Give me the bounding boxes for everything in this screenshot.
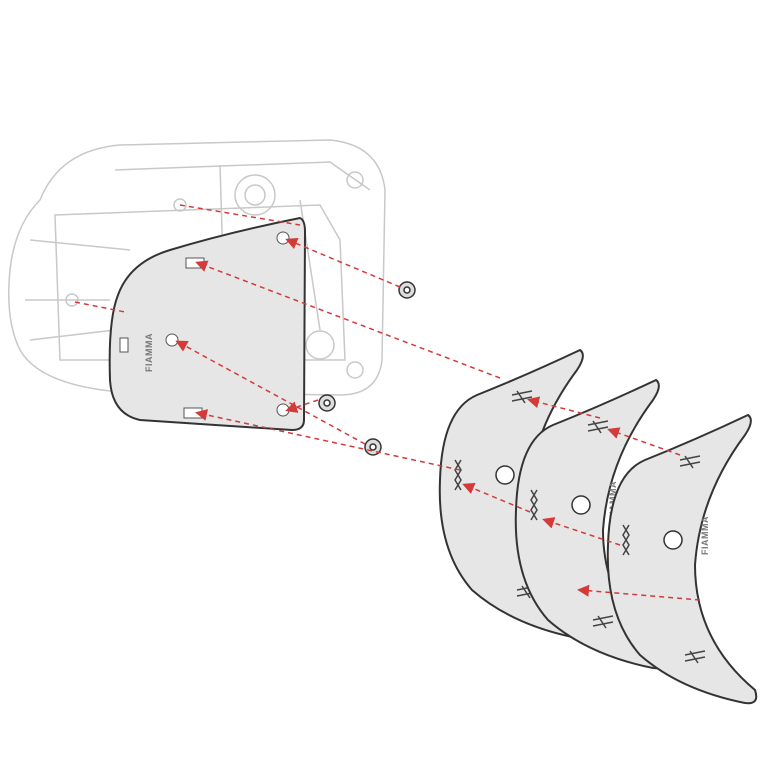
plate-outline xyxy=(514,378,666,670)
mount-hole xyxy=(276,403,290,417)
arrow xyxy=(195,409,461,471)
curved-plate: FIAMMA xyxy=(606,413,758,705)
screw xyxy=(398,281,416,299)
screw xyxy=(318,394,336,412)
arrow xyxy=(542,517,621,546)
clip-slot xyxy=(119,337,129,353)
housing xyxy=(8,139,386,396)
plate-outline xyxy=(606,413,758,705)
mount-hole xyxy=(276,231,290,245)
assembly-arrows xyxy=(74,204,701,601)
fiamma-logo: FIAMMA xyxy=(608,481,618,520)
fiamma-logo: FIAMMA xyxy=(700,516,710,555)
clip-tab xyxy=(684,650,706,664)
center-hole xyxy=(571,495,591,515)
center-hole xyxy=(663,530,683,550)
center-hole xyxy=(495,465,515,485)
clip-slot xyxy=(183,407,203,419)
curved-plate: FIAMMA xyxy=(514,378,666,670)
arrow xyxy=(179,204,301,226)
fiamma-logo: FIAMMA xyxy=(144,333,154,372)
mount-hole xyxy=(165,333,179,347)
clip-slot xyxy=(185,257,205,269)
clip-tab xyxy=(454,459,462,491)
clip-tab xyxy=(530,489,538,521)
arrow xyxy=(577,584,701,601)
screw xyxy=(364,438,382,456)
clip-tab xyxy=(622,524,630,556)
arrow xyxy=(285,237,401,288)
arrow xyxy=(527,396,601,419)
clip-tab xyxy=(679,455,701,469)
arrow xyxy=(462,482,531,513)
main-cover-plate: FIAMMA xyxy=(108,216,307,432)
clip-tab xyxy=(587,420,609,434)
arrow xyxy=(607,427,681,456)
clip-tab xyxy=(592,615,614,629)
